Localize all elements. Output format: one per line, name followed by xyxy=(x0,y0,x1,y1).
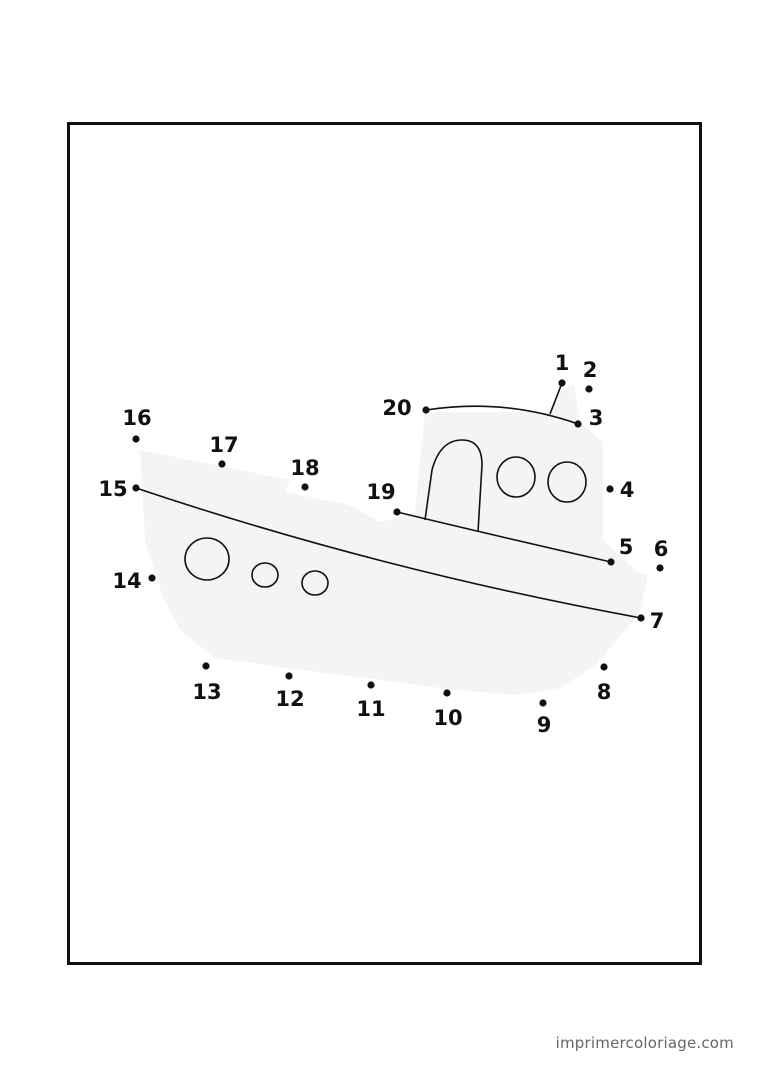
dot-number-label: 17 xyxy=(209,433,238,457)
dot-20: 20 xyxy=(382,396,430,420)
dot-marker xyxy=(148,574,156,582)
deck-line xyxy=(396,511,612,563)
dot-marker xyxy=(574,420,582,428)
porthole xyxy=(184,537,230,581)
dot-number-label: 8 xyxy=(597,680,612,704)
dot-number-label: 20 xyxy=(382,396,411,420)
dot-10: 10 xyxy=(433,689,463,730)
dot-marker xyxy=(637,614,645,622)
mast-line xyxy=(549,382,563,415)
dot-marker xyxy=(600,663,608,671)
watermark-text: imprimercoloriage.com xyxy=(555,1034,734,1052)
dot-number-label: 2 xyxy=(583,358,598,382)
dot-12: 12 xyxy=(275,672,305,711)
dot-marker xyxy=(132,484,140,492)
dot-number-label: 19 xyxy=(366,480,395,504)
dot-15: 15 xyxy=(98,477,140,501)
dot-7: 7 xyxy=(637,609,664,633)
dot-marker xyxy=(285,672,293,680)
dot-4: 4 xyxy=(606,478,634,502)
dot-number-label: 4 xyxy=(620,478,635,502)
dot-13: 13 xyxy=(192,662,222,704)
dot-number-label: 10 xyxy=(433,706,462,730)
dot-number-label: 3 xyxy=(589,406,604,430)
dot-number-label: 7 xyxy=(650,609,665,633)
dot-marker xyxy=(422,406,430,414)
dot-1: 1 xyxy=(555,351,570,387)
dot-number-label: 13 xyxy=(192,680,221,704)
dot-marker xyxy=(301,483,309,491)
dot-18: 18 xyxy=(290,456,320,491)
cabin-window xyxy=(496,456,536,498)
dot-marker xyxy=(558,379,566,387)
porthole xyxy=(251,562,279,588)
dot-number-label: 5 xyxy=(619,535,634,559)
dot-14: 14 xyxy=(112,569,156,593)
dot-marker xyxy=(585,385,593,393)
porthole xyxy=(301,570,329,596)
dot-number-label: 12 xyxy=(275,687,304,711)
dot-19: 19 xyxy=(366,480,401,516)
cabin-roof-line xyxy=(425,405,579,425)
dot-number-label: 6 xyxy=(654,537,669,561)
dot-2: 2 xyxy=(583,358,598,393)
dot-number-label: 15 xyxy=(98,477,127,501)
dot-3: 3 xyxy=(574,406,603,430)
dot-11: 11 xyxy=(356,681,386,721)
dot-number-label: 11 xyxy=(356,697,385,721)
dot-marker xyxy=(539,699,547,707)
dot-marker xyxy=(367,681,375,689)
dot-number-label: 16 xyxy=(122,406,151,430)
dot-number-label: 14 xyxy=(112,569,141,593)
dot-marker xyxy=(132,435,140,443)
dot-5: 5 xyxy=(607,535,633,566)
dot-6: 6 xyxy=(654,537,669,572)
dot-marker xyxy=(607,558,615,566)
dot-17: 17 xyxy=(209,433,239,468)
hull-line xyxy=(135,487,642,619)
dot-number-label: 1 xyxy=(555,351,570,375)
dot-8: 8 xyxy=(597,663,612,704)
cabin-window xyxy=(547,461,587,503)
cabin-door xyxy=(424,439,483,533)
dot-marker xyxy=(606,485,614,493)
dot-marker xyxy=(443,689,451,697)
dot-marker xyxy=(393,508,401,516)
boat-silhouette xyxy=(140,384,648,695)
dot-marker xyxy=(202,662,210,670)
dot-number-label: 18 xyxy=(290,456,319,480)
dot-marker xyxy=(218,460,226,468)
dot-number-label: 9 xyxy=(537,713,552,737)
dot-marker xyxy=(656,564,664,572)
dot-16: 16 xyxy=(122,406,152,443)
dot-9: 9 xyxy=(537,699,552,737)
